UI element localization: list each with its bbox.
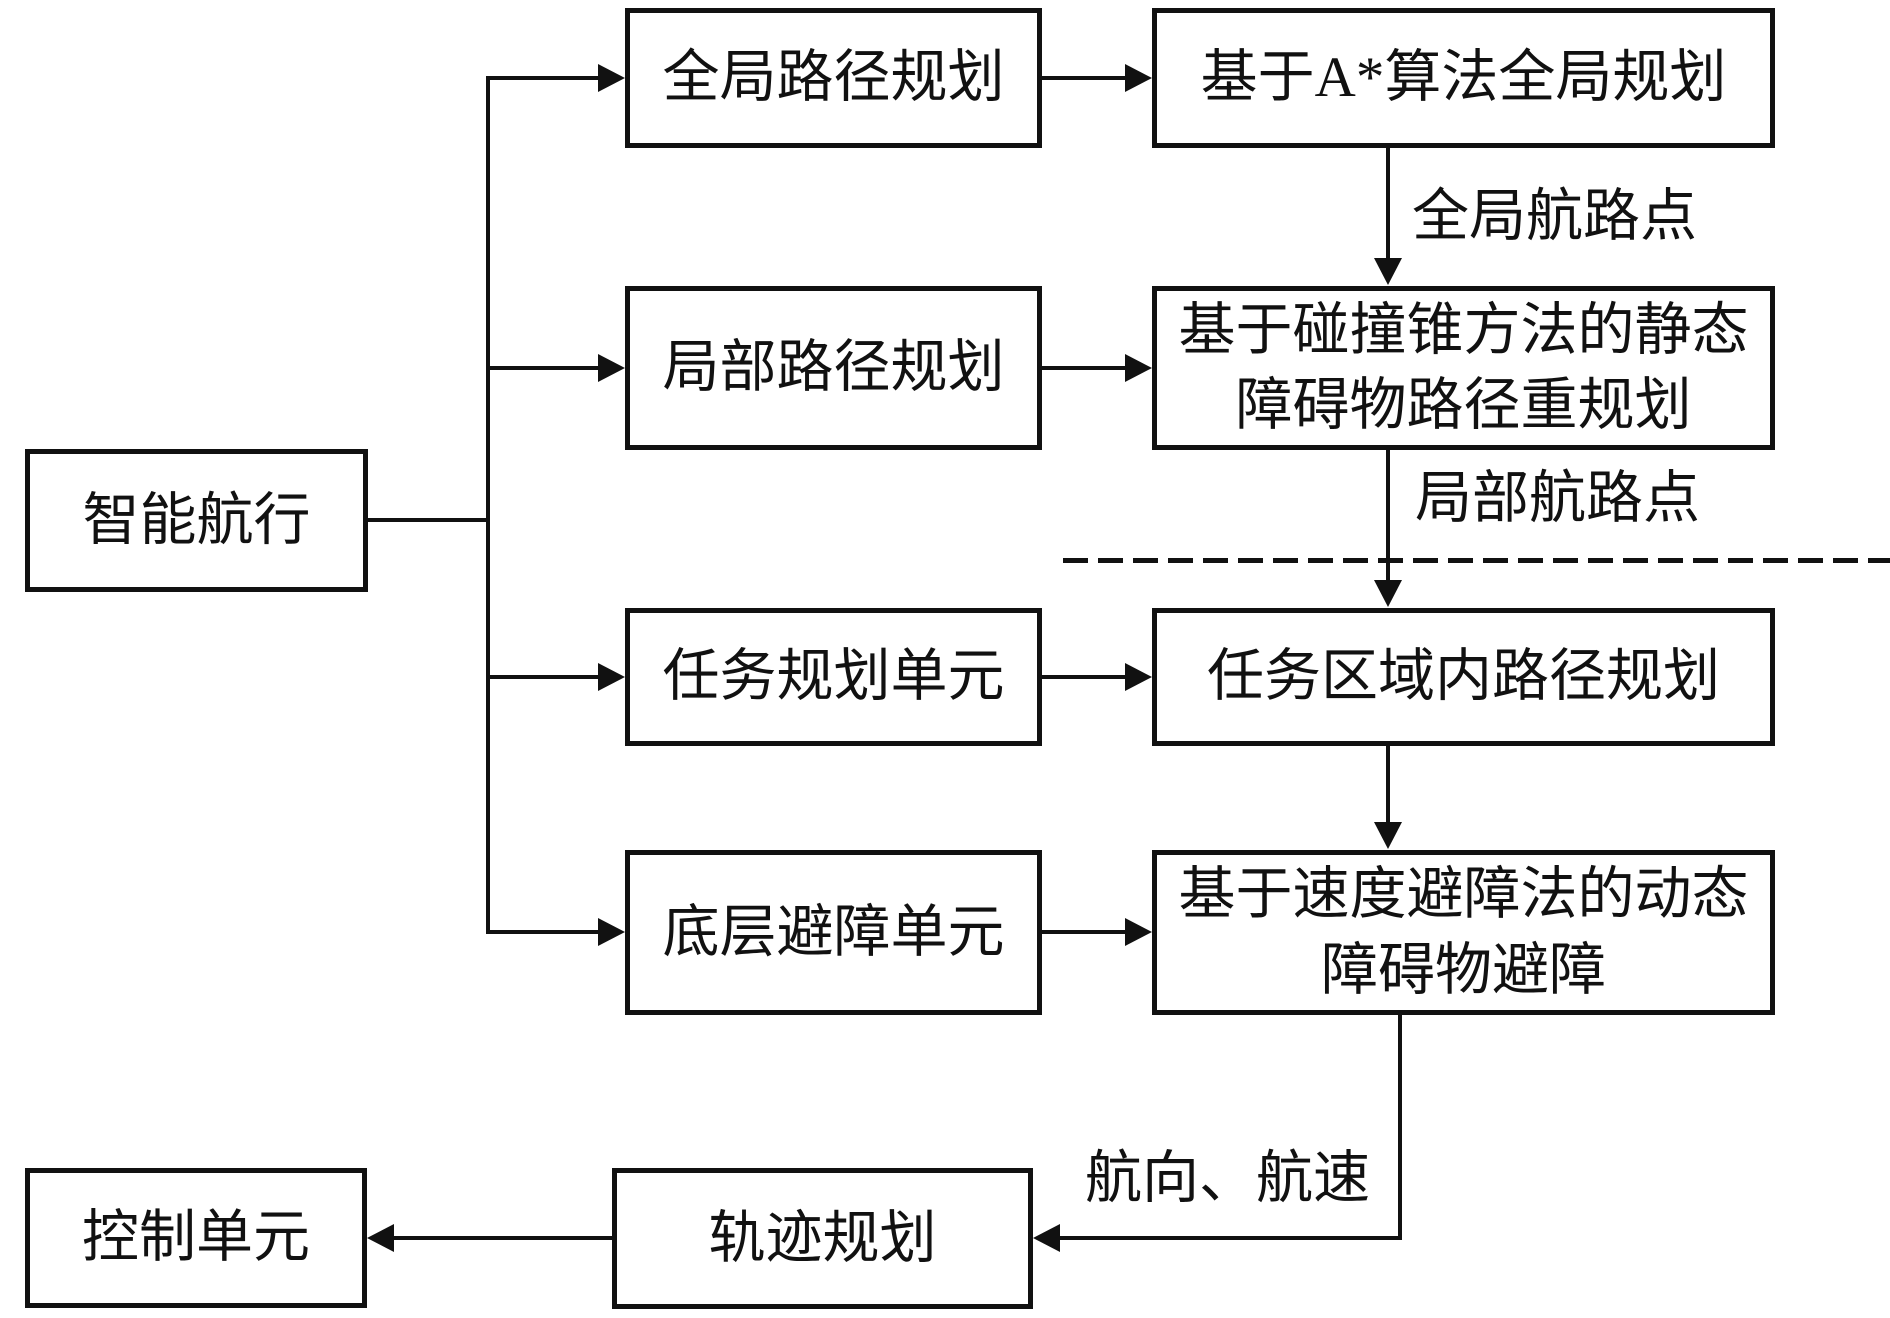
box-velocity-obstacle-avoidance: 基于速度避障法的动态 障碍物避障: [1152, 850, 1775, 1015]
connector-astar-to-collision: [1386, 148, 1390, 260]
arrowhead-into-low-level: [598, 918, 625, 946]
box-low-level-avoidance-unit: 底层避障单元: [625, 850, 1042, 1015]
box-global-path-planning: 全局路径规划: [625, 8, 1042, 148]
connector-branch-global: [488, 76, 598, 80]
box-intelligent-navigation: 智能航行: [25, 449, 368, 592]
arrowhead-into-astar: [1125, 64, 1152, 92]
connector-collision-to-area: [1386, 450, 1390, 582]
arrowhead-down-into-collision: [1374, 258, 1402, 285]
connector-branch-task: [488, 675, 598, 679]
connector-trajectory-to-control: [394, 1236, 612, 1240]
edge-label-local-waypoints: 局部航路点: [1415, 467, 1700, 530]
arrowhead-into-collision: [1125, 354, 1152, 382]
arrowhead-into-local-path: [598, 354, 625, 382]
box-trajectory-planning: 轨迹规划: [612, 1168, 1033, 1309]
connector-trunk-vertical: [486, 76, 490, 934]
box-control-unit: 控制单元: [25, 1168, 367, 1308]
box-task-planning-unit: 任务规划单元: [625, 608, 1042, 746]
connector-lowlevel-to-velocity: [1042, 930, 1125, 934]
box-astar-global-planning: 基于A*算法全局规划: [1152, 8, 1775, 148]
box-local-path-planning: 局部路径规划: [625, 286, 1042, 450]
arrowhead-into-velocity: [1125, 918, 1152, 946]
box-task-area-path-planning: 任务区域内路径规划: [1152, 608, 1775, 746]
connector-branch-lowlevel: [488, 930, 598, 934]
arrowhead-into-task-area: [1125, 663, 1152, 691]
connector-task-to-area: [1042, 675, 1125, 679]
connector-root-to-trunk: [368, 518, 488, 522]
connector-area-to-velocity: [1386, 746, 1390, 824]
dashed-divider-line: [1063, 558, 1890, 563]
arrowhead-down-into-velocity: [1374, 822, 1402, 849]
arrowhead-down-into-task-area: [1374, 580, 1402, 607]
arrowhead-into-global-path: [598, 64, 625, 92]
edge-label-heading-speed: 航向、航速: [1085, 1147, 1370, 1210]
connector-global-to-astar: [1042, 76, 1125, 80]
arrowhead-into-control: [367, 1224, 394, 1252]
connector-local-to-collision: [1042, 366, 1125, 370]
arrowhead-into-trajectory: [1033, 1224, 1060, 1252]
connector-to-trajectory: [1060, 1236, 1402, 1240]
connector-velocity-down: [1398, 1015, 1402, 1240]
box-collision-cone-replanning: 基于碰撞锥方法的静态 障碍物路径重规划: [1152, 286, 1775, 450]
connector-branch-local: [488, 366, 598, 370]
arrowhead-into-task-unit: [598, 663, 625, 691]
edge-label-global-waypoints: 全局航路点: [1412, 185, 1697, 248]
